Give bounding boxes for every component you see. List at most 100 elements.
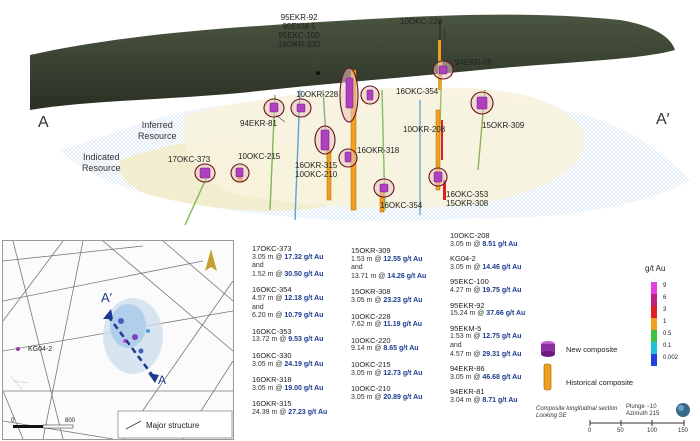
intercept-line: 3.05 m @ 20.89 g/t Au (351, 393, 423, 401)
new-composite-label: New composite (566, 345, 618, 354)
intercept-line: 3.05 m @ 12.73 g/t Au (351, 369, 423, 377)
intercept-hole-id: KG04-2 (450, 254, 476, 264)
intercept-line: 1.53 m @ 12.75 g/t Au (450, 333, 522, 341)
indicated-resource-label: Indicated Resource (82, 152, 121, 173)
inferred-resource-label: Inferred Resource (138, 120, 177, 141)
intercept-and: and (450, 341, 462, 349)
section-caption: Composite longitudinal section Looking S… (536, 406, 618, 419)
section-endpoint-a-prime: A′ (656, 111, 670, 128)
intercept-hole-id: 95EKR-92 (450, 300, 485, 310)
globe-orientation-icon (676, 403, 690, 417)
inset-a-label: A (158, 373, 167, 387)
intercept-line: 4.57 m @ 12.18 g/t Au (252, 294, 324, 302)
drill-label-10okr228: 10OKR-228 (296, 90, 339, 99)
grade-swatch-label: 3 (663, 307, 667, 313)
grade-swatch-label: 0.002 (663, 355, 679, 361)
grade-swatch-label: 1 (663, 319, 667, 325)
drill-label-17okc373: 17OKC-373 (168, 155, 211, 164)
kg04-collar-icon (16, 347, 20, 351)
label-leaders (275, 30, 443, 123)
grade-swatch (651, 330, 657, 342)
intercept-line: 3.05 m @ 46.68 g/t Au (450, 373, 522, 381)
intercept-line: 24.39 m @ 27.23 g/t Au (252, 408, 328, 416)
scale-0: 0 (588, 428, 592, 434)
intercept-and: and (351, 264, 363, 272)
intercept-hole-id: 10OKC-208 (450, 231, 490, 240)
drill-label-10okc215: 10OKC-215 (238, 152, 281, 161)
intercept-hole-id: 95EKM-5 (450, 323, 482, 333)
drill-label-95ekr92-group: 95EKR-92 95EKM-5 95EKC-100 16OKR-330 (278, 13, 321, 49)
intercept-line: 9.14 m @ 8.65 g/t Au (351, 345, 419, 353)
new-composite-markers (199, 65, 488, 193)
intercept-hole-id: 95EKC-100 (450, 277, 489, 287)
grade-swatch (651, 282, 657, 294)
drill-label-10okr208: 10OKR-208 (403, 125, 446, 134)
scale-50: 50 (617, 428, 624, 434)
inset-scale-0: 0 (11, 418, 15, 424)
grade-swatch (651, 294, 657, 306)
intercept-hole-id: 10OKC-228 (351, 311, 391, 321)
intercept-line: 3.05 m @ 14.46 g/t Au (450, 263, 522, 271)
section-trace-line (107, 315, 154, 377)
intercept-line: 4.27 m @ 19.75 g/t Au (450, 286, 522, 294)
inset-a-prime-label: A′ (101, 290, 113, 305)
scale-100: 100 (647, 428, 658, 434)
section-endpoint-a: A (38, 114, 49, 131)
intercept-line: 7.62 m @ 11.19 g/t Au (351, 321, 423, 329)
section-scale-bar (589, 420, 685, 426)
intercept-hole-id: 15OKR-309 (351, 246, 391, 255)
composite-highlight-ellipses (194, 60, 494, 198)
grade-swatch-label: 0.1 (663, 343, 672, 349)
intercept-line: 3.05 m @ 8.51 g/t Au (450, 240, 518, 248)
grade-swatch (651, 342, 657, 354)
grade-swatch (651, 306, 657, 318)
north-arrow-icon (205, 249, 217, 271)
intercept-and: and (252, 262, 264, 270)
drill-label-16okc354-low: 16OKC-354 (380, 201, 423, 210)
inset-plan-map: A′ A KG04-2 0 800 Major structure (2, 240, 234, 440)
grade-swatch-label: 9 (663, 283, 667, 289)
intercept-hole-id: 16OKR-315 (252, 399, 292, 409)
intercept-line: 1.53 m @ 12.55 g/t Au (351, 255, 423, 263)
intercept-hole-id: 15OKR-308 (351, 287, 391, 297)
grade-legend-title: g/t Au (645, 264, 666, 273)
intercept-hole-id: 10OKC-215 (351, 360, 391, 369)
intercept-hole-id: 16OKC-354 (252, 285, 292, 295)
new-composite-icon (541, 341, 555, 357)
drill-label-94ekr81: 94EKR-81 (240, 119, 277, 128)
intercept-line: 3.05 m @ 19.00 g/t Au (252, 384, 324, 392)
inset-kg04-label: KG04-2 (28, 346, 53, 353)
drill-label-16okc353-group: 16OKC-353 15OKR-308 (446, 190, 489, 208)
deposit-cluster (103, 298, 163, 374)
long-section-view (30, 14, 690, 226)
plunge-azimuth-text: Plunge −10 Azimuth 215 (626, 404, 660, 417)
intercept-hole-id: 10OKC-210 (351, 384, 391, 394)
collar-marker (315, 70, 321, 76)
intercept-hole-id: 16OKC-330 (252, 351, 292, 360)
intercept-hole-id: 94EKR-86 (450, 364, 485, 374)
intercept-line: 13.71 m @ 14.26 g/t Au (351, 272, 427, 280)
intercept-hole-id: 17OKC-373 (252, 244, 292, 253)
major-structure-legend-icon (125, 420, 142, 430)
intercept-line: 4.57 m @ 29.31 g/t Au (450, 350, 522, 358)
intercept-hole-id: 10OKC-220 (351, 335, 391, 345)
inset-structure-lines (3, 241, 233, 439)
intercept-hole-id: 16OKC-353 (252, 326, 292, 336)
intercept-line: 3.05 m @ 24.19 g/t Au (252, 360, 324, 368)
